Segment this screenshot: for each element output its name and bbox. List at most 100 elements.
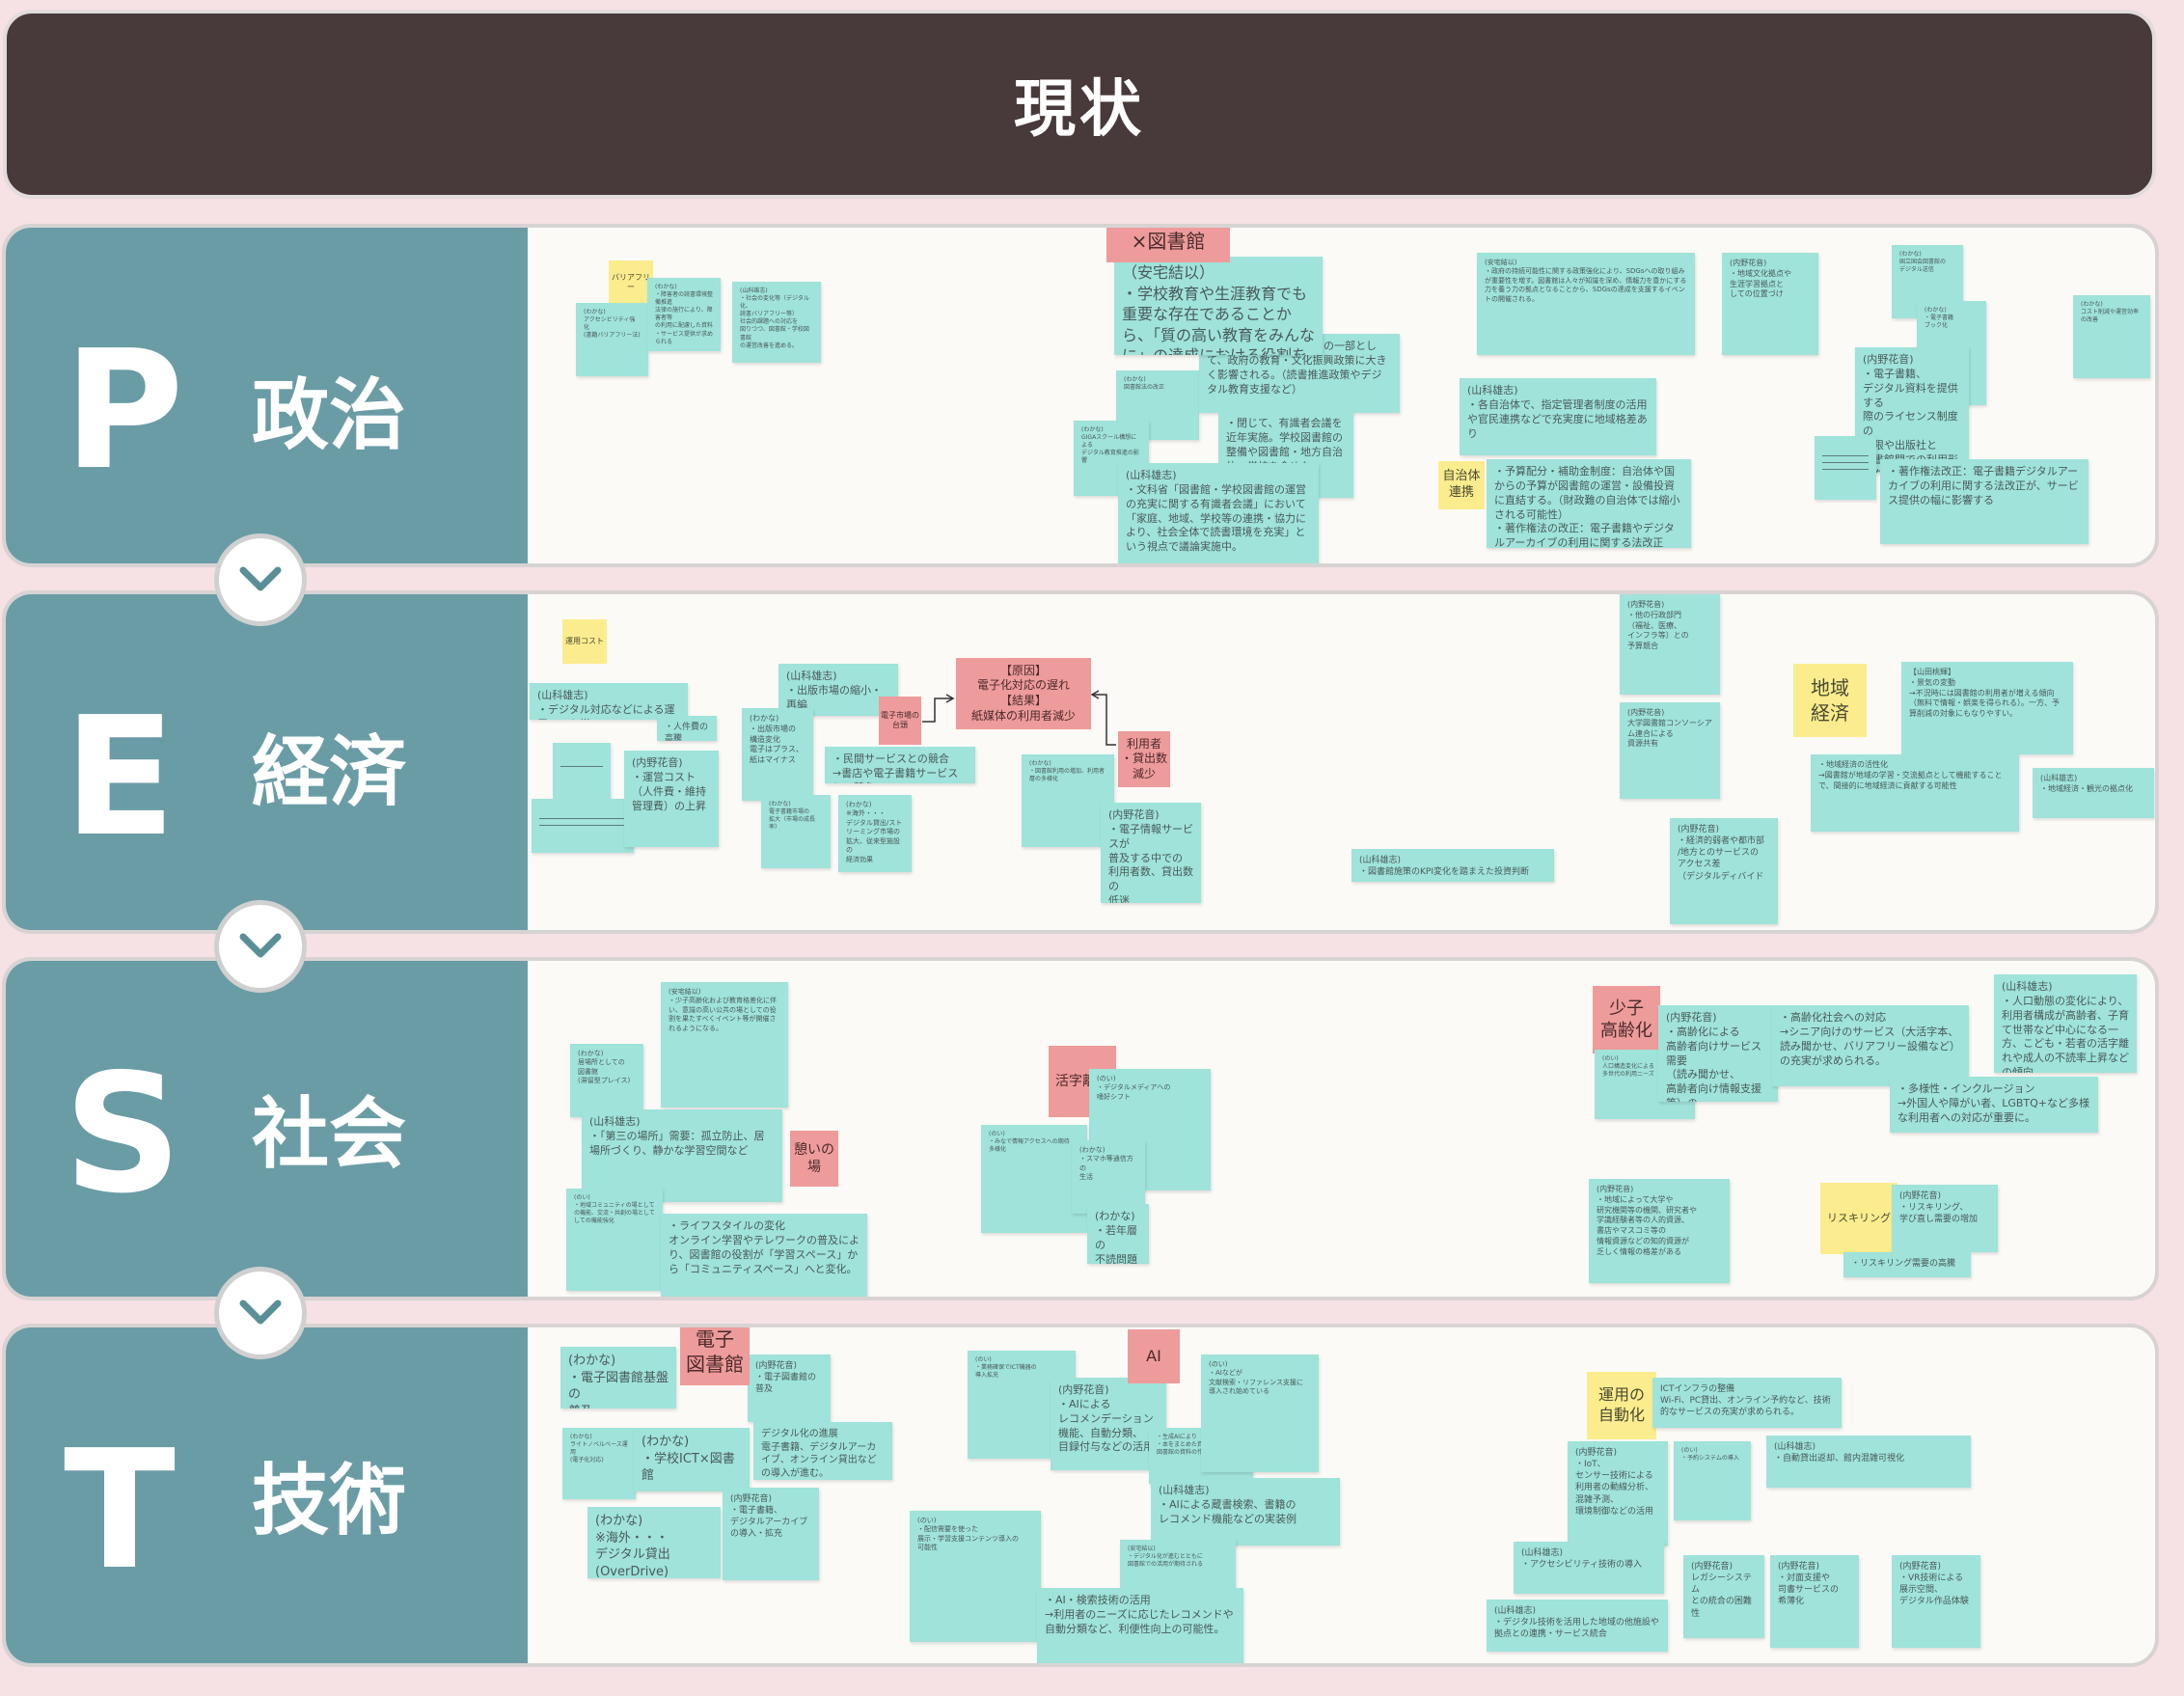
sticky-note[interactable]: 【山田桃輝】 ・景気の変動 →不況時には図書館の利用者が増える傾向（無料で情報・… xyxy=(1901,662,2073,754)
sticky-note[interactable]: ・著作権法改正：電子書籍デジタルアーカイブの利用に関する法改正が、サービス提供の… xyxy=(1880,459,2088,544)
category-tag[interactable]: 電子市場の 台頭 xyxy=(879,697,921,745)
category-tag[interactable]: 自治体 連携 xyxy=(1438,461,1485,509)
category-tag[interactable]: 電子 図書館 xyxy=(680,1327,750,1385)
sticky-note[interactable]: (山科雄志) ・アクセシビリティ技術の導入 xyxy=(1514,1542,1664,1594)
blank-sticky-note[interactable] xyxy=(553,743,611,801)
sticky-note[interactable]: (内野花音) ・他の行政部門 （福祉、医療、 インフラ等）との 予算競合 xyxy=(1620,594,1720,695)
sticky-note[interactable]: ・リスキリング需要の高騰 xyxy=(1843,1252,1971,1277)
row-word: 技術 xyxy=(252,1456,406,1546)
category-tag[interactable]: 教育 ×図書館 xyxy=(1106,228,1230,262)
sticky-note[interactable]: (わかな) ・障害者の読書環境整備推進 法律の施行により、障害者等 の利用に配慮… xyxy=(647,278,721,351)
sticky-note[interactable]: (わかな) コスト削減や運営効率の改善 xyxy=(2073,295,2150,378)
sticky-note[interactable]: (わかな) ・学校ICT×図書館 xyxy=(634,1428,750,1491)
sticky-note[interactable]: (内野花音) ・運営コスト （人件費・維持管理費）の上昇 xyxy=(624,751,719,847)
sticky-note[interactable]: (のい) ・配信需要を使った 展示・学習支援コンテンツ導入の 可能性 xyxy=(910,1511,1041,1642)
sticky-note[interactable]: (安宅結以) ・政府の持続可能性に関する政策強化により、SDGsへの取り組みが重… xyxy=(1477,253,1695,355)
sticky-note[interactable]: (のい) ・地域コミュニティの場としての機能、交流・共創の場として しての機能強… xyxy=(566,1189,663,1291)
sticky-note[interactable]: バリアフリー xyxy=(609,260,653,305)
sticky-note[interactable]: (わかな) ・出版市場の 構造変化 電子はプラス、 紙はマイナス xyxy=(742,708,813,801)
row-social: S 社会 (わかな) 居場所としての 図書館 (滞留型プレイス) (安宅結以) … xyxy=(2,957,2159,1300)
sticky-note[interactable]: ・地域経済の活性化 →図書館が地域の学習・交流拠点として機能することで、間接的に… xyxy=(1811,754,2019,832)
category-tag[interactable]: 【原因】 電子化対応の遅れ 【結果】 紙媒体の利用者減少 xyxy=(956,658,1091,729)
board-technology: (わかな) ・電子図書館基盤の 普及 (内野花音) ・電子図書館の 普及 電子 … xyxy=(532,1327,2155,1663)
row-economic: E 経済 運用コスト (山科雄志) ・デジタル対応などによる運用コスト増 ・人件… xyxy=(2,590,2159,934)
sticky-note[interactable]: (山科雄志) ・各自治体で、指定管理者制度の活用や官民連携などで充実度に地域格差… xyxy=(1460,378,1656,455)
sticky-note[interactable]: ・閉じて、有識者会議を近年実施。学校図書館の整備や図書館・地方自治体・学校を含め… xyxy=(1218,411,1353,498)
chevron-down-icon xyxy=(214,1267,307,1359)
sticky-note[interactable]: (山科雄志) ・人口動態の変化により、利用者構成が高齢者、子育て世帯など中心にな… xyxy=(1994,974,2137,1073)
sticky-note[interactable]: (内野花音) ・電子情報サービスが 普及する中での 利用者数、貸出数の 低迷 xyxy=(1101,803,1201,903)
sticky-note[interactable]: (山科雄志) ・図書館施策のKPI変化を踏まえた投資判断 xyxy=(1351,849,1554,882)
sticky-note[interactable]: （安宅結以） ・学校教育や生涯教育でも重要な存在であることから、「質の高い教育を… xyxy=(1114,257,1323,355)
row-word: 経済 xyxy=(252,727,406,817)
board-social: (わかな) 居場所としての 図書館 (滞留型プレイス) (安宅結以) ・少子高齢… xyxy=(532,961,2155,1297)
sticky-note[interactable]: (内野花音) ・AIによる レコメンデーション 機能、自動分類、 目録付与などの… xyxy=(1051,1378,1166,1470)
sticky-note[interactable]: (山科雄志) ・AIによる蔵書検索、書籍の レコメンド機能などの実装例 xyxy=(1151,1478,1340,1546)
sticky-note[interactable]: ・ライフスタイルの変化 オンライン学習やテレワークの普及により、図書館の役割が「… xyxy=(661,1214,867,1297)
sticky-note[interactable]: ・人件費の高騰 xyxy=(657,716,717,741)
sticky-note[interactable]: (わかな) アクセシビリティ強化 (書籍バリアフリー法) xyxy=(576,303,648,376)
sticky-note[interactable]: (内野花音) ・経済的弱者や都市部 /地方とのサービスの アクセス差 （デジタル… xyxy=(1670,818,1778,924)
sticky-note[interactable]: (内野花音) 大学図書館コンソーシアム連合による 資源共有 xyxy=(1620,702,1720,799)
row-label-economic: E 経済 xyxy=(6,594,528,930)
sticky-note[interactable]: (わかな) 電子書籍市場の 拡大（市場の成長率） xyxy=(761,795,831,868)
sticky-note[interactable]: (わかな) ・電子図書館基盤の 普及 xyxy=(560,1347,676,1409)
sticky-note[interactable]: (のい) ・みなで情報アクセスへの期待 多様化 xyxy=(981,1125,1087,1233)
sticky-note[interactable]: (わかな) ・スマホ等通信方の 生活 xyxy=(1072,1140,1145,1214)
sticky-note[interactable]: (山科雄志) ・地域経済・観光の拠点化 xyxy=(2033,768,2154,818)
sticky-note[interactable]: (内野花音) ・地域によって大学や 研究機関等の機関、研究者や 学識経験者等の人… xyxy=(1589,1179,1730,1283)
sticky-note[interactable]: (山科雄志) ・社会の変化等（デジタル化、 読書バリアフリー等） 社会的課題への… xyxy=(732,282,821,363)
sticky-note[interactable]: (内野花音) ・リスキリング、 学び直し需要の増加 xyxy=(1892,1185,1998,1252)
sticky-note[interactable]: (内野花音) ・VR技術による 展示空間、 デジタル作品体験 xyxy=(1892,1555,1980,1648)
sticky-note[interactable]: (山科雄志) ・デジタル技術を活用した地域の他施設や拠点との連携・サービス統合 xyxy=(1487,1600,1668,1652)
sticky-note[interactable]: (内野花音) ・高齢化による 高齢者向けサービス需要 （読み聞かせ、 高齢者向け… xyxy=(1658,1005,1778,1102)
sticky-note[interactable]: (山科雄志) ・自動貸出返却、館内混雑可視化 xyxy=(1766,1436,1971,1488)
category-tag[interactable]: 運用の 自動化 xyxy=(1587,1372,1656,1439)
sticky-note[interactable]: (わかな) ・若年層の 不読問題 xyxy=(1087,1204,1149,1264)
sticky-note[interactable]: (のい) ・AIなどが 文献検索・リファレンス支援に 導入され始めている xyxy=(1201,1354,1319,1472)
sticky-note[interactable]: ・高齢化社会への対応 →シニア向けのサービス（大活字本、読み聞かせ、バリアフリー… xyxy=(1772,1005,1969,1086)
sticky-note[interactable]: (わかな) 居場所としての 図書館 (滞留型プレイス) xyxy=(570,1044,643,1117)
sticky-note[interactable]: (わかな) ※海外・・・ デジタル貸出 (OverDrive) xyxy=(587,1507,721,1578)
blank-sticky-note[interactable] xyxy=(532,799,634,853)
sticky-note[interactable]: (わかな) ※海外・・・ デジタル貸出/ストリーミング市場の 拡大、従来型施設の… xyxy=(838,795,912,872)
row-letter: T xyxy=(64,1415,176,1606)
row-letter: E xyxy=(64,682,177,873)
sticky-note[interactable]: ICTインフラの整備 Wi-Fi、PC貸出、オンライン予約など、技術的なサービス… xyxy=(1652,1378,1842,1428)
sticky-note[interactable]: ・民間サービスとの競合 →書店や電子書籍サービスとの競争 xyxy=(825,747,975,783)
category-tag[interactable]: 憩いの 場 xyxy=(790,1131,838,1187)
row-technology: T 技術 (わかな) ・電子図書館基盤の 普及 (内野花音) ・電子図書館の 普… xyxy=(2,1324,2159,1667)
category-tag[interactable]: 少子 高齢化 xyxy=(1593,986,1660,1053)
sticky-note[interactable]: デジタル化の進展 電子書籍、デジタルアーカイブ、オンライン貸出などの導入が進む。 xyxy=(753,1422,892,1480)
sticky-note[interactable]: (山科雄志) ・「第三の場所」需要：孤立防止、居場所づくり、静かな学習空間など xyxy=(582,1109,782,1202)
sticky-note[interactable]: (内野花音) ・電子書籍、 デジタルアーカイブ の導入・拡充 xyxy=(723,1488,819,1580)
sticky-note[interactable]: (内野花音) レガシーシステム との統合の困難性 xyxy=(1683,1555,1764,1638)
page-title: 現状 xyxy=(1014,74,1145,146)
category-tag[interactable]: 運用コスト xyxy=(562,619,607,664)
arrow-connector xyxy=(922,690,1116,746)
blank-sticky-note[interactable] xyxy=(1815,436,1876,500)
sticky-note[interactable]: (わかな) ・図書館利用の増加、利用者 層の多様化 xyxy=(1022,754,1114,847)
sticky-note[interactable]: (内野花音) ・電子図書館の 普及 xyxy=(748,1354,831,1422)
category-tag[interactable]: リスキリング xyxy=(1820,1183,1897,1254)
sticky-note[interactable]: (内野花音) ・対面支援や 司書サービスの 希薄化 xyxy=(1770,1555,1859,1648)
sticky-note[interactable]: ・予算配分・補助金制度：自治体や国からの予算が図書館の運営・設備投資に直結する。… xyxy=(1487,459,1691,548)
row-label-social: S 社会 xyxy=(6,961,528,1297)
title-banner: 現状 xyxy=(3,10,2156,199)
sticky-note[interactable]: (安宅結以) ・少子高齢化および教育格差化に伴い、意識の高い公共の場としての役割… xyxy=(661,982,788,1108)
sticky-note[interactable]: ・AI・検索技術の活用 →利用者のニーズに応じたレコメンドや自動分類など、利便性… xyxy=(1037,1588,1243,1663)
category-tag[interactable]: 利用者 ・貸出数 減少 xyxy=(1118,731,1170,787)
chevron-down-icon xyxy=(214,900,307,993)
sticky-note[interactable]: (山科雄志) ・デジタル対応などによる運用コスト増 xyxy=(530,683,688,720)
category-tag[interactable]: 地域 経済 xyxy=(1793,664,1867,737)
sticky-note[interactable]: (のい) ・予約システムの導入 xyxy=(1674,1441,1751,1520)
chevron-down-icon xyxy=(214,533,307,626)
sticky-note[interactable]: (わかな) ライトノベルベース運用 (電子化対応) xyxy=(562,1428,636,1499)
sticky-note[interactable]: (山科雄志) ・出版市場の縮小・再編 xyxy=(778,664,898,716)
sticky-note[interactable]: (内野花音) ・IoT、 センサー技術による 利用者の動線分析、 混雑予測、 環… xyxy=(1568,1441,1668,1546)
row-label-political: P 政治 xyxy=(6,228,528,563)
sticky-note[interactable]: ・多様性・インクルージョン →外国人や障がい者、LGBTQ+など多様な利用者への… xyxy=(1890,1077,2098,1133)
sticky-note[interactable]: (山科雄志) ・文科省「図書館・学校図書館の運営の充実に関する有識者会議」におい… xyxy=(1118,463,1319,563)
sticky-note[interactable]: (内野花音) ・地域文化拠点や 生涯学習拠点と しての位置づけ xyxy=(1722,253,1818,355)
category-tag[interactable]: AI xyxy=(1128,1329,1180,1383)
